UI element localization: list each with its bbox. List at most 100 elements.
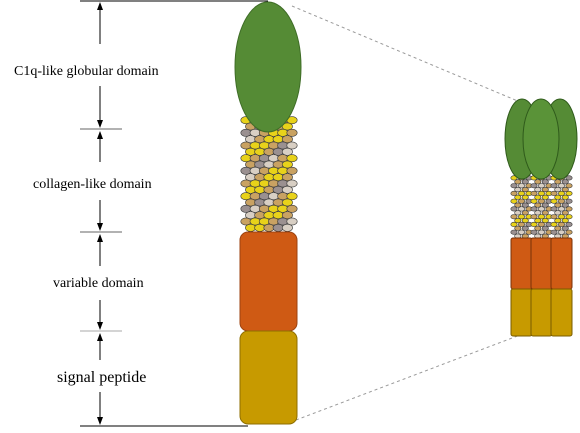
collagen-bead	[272, 147, 284, 156]
collagen-bead	[561, 218, 569, 224]
trimer-stalk-3	[550, 237, 573, 337]
arrowheads	[97, 2, 103, 425]
arrowhead-down	[97, 322, 103, 330]
collagen-bead	[541, 202, 549, 208]
label-collagen-domain: collagen-like domain	[33, 177, 152, 192]
projection-lines	[291, 5, 521, 421]
monomer	[234, 1, 302, 425]
collagen-bead	[517, 229, 525, 235]
collagen-bead	[281, 173, 293, 182]
arrowhead-up	[97, 2, 103, 10]
collagen-bead	[245, 223, 257, 232]
collagen-bead	[240, 204, 252, 213]
collagen-bead	[281, 160, 293, 169]
collagen-bead	[537, 183, 545, 189]
collagen-bead	[537, 221, 545, 227]
collagen-bead	[240, 166, 252, 175]
collagen-bead	[514, 202, 522, 208]
signal-peptide-shape	[239, 330, 298, 425]
collagen-bead	[550, 214, 558, 220]
collagen-bead	[517, 214, 525, 220]
collagen-bead	[534, 218, 542, 224]
trimer-signal-3	[550, 288, 573, 337]
collagen-bead	[254, 147, 266, 156]
collagen-bead	[514, 179, 522, 185]
collagen-bead	[281, 198, 293, 207]
collagen-bead	[286, 179, 298, 188]
collagen-bead	[537, 198, 545, 204]
collagen-bead	[272, 223, 284, 232]
arrowhead-down	[97, 120, 103, 128]
collagen-bead	[557, 183, 565, 189]
collagen-bead	[514, 210, 522, 216]
collagen-bead	[286, 204, 298, 213]
collagen-beads	[240, 116, 298, 232]
collagen-bead	[554, 218, 562, 224]
collagen-bead	[537, 229, 545, 235]
trimer-signal-1	[510, 288, 533, 337]
collagen-bead	[530, 221, 538, 227]
collagen-bead	[286, 166, 298, 175]
collagen-bead	[263, 185, 275, 194]
collagen-bead	[281, 185, 293, 194]
collagen-bead	[510, 214, 518, 220]
collagen-bead	[541, 210, 549, 216]
collagen-bead	[550, 183, 558, 189]
collagen-bead	[263, 147, 275, 156]
collagen-bead	[510, 198, 518, 204]
collagen-bead	[268, 204, 280, 213]
collagen-bead	[268, 166, 280, 175]
collagen-bead	[521, 194, 529, 200]
arrowhead-down	[97, 223, 103, 231]
collagen-bead	[245, 185, 257, 194]
collagen-bead	[534, 202, 542, 208]
collagen-bead	[541, 225, 549, 231]
trimer-collagen-beads	[510, 175, 573, 239]
collagen-bead	[514, 225, 522, 231]
collagen-bead	[510, 190, 518, 196]
collagen-bead	[286, 154, 298, 163]
collagen-bead	[565, 175, 573, 181]
trimer-stalk-2	[530, 237, 553, 337]
collagen-bead	[554, 187, 562, 193]
collagen-bead	[254, 185, 266, 194]
collagen-bead	[541, 187, 549, 193]
trimer-variable-3	[550, 237, 573, 290]
collagen-bead	[517, 183, 525, 189]
collagen-bead	[565, 221, 573, 227]
collagen-bead	[249, 166, 261, 175]
collagen-bead	[534, 210, 542, 216]
collagen-bead	[521, 210, 529, 216]
collagen-bead	[277, 128, 289, 137]
collagen-bead	[565, 229, 573, 235]
collagen-bead	[554, 194, 562, 200]
collagen-bead	[557, 221, 565, 227]
projection-line-bottom	[295, 334, 521, 421]
collagen-bead	[557, 229, 565, 235]
variable-domain-shape	[239, 231, 298, 332]
trimer-variable-2	[530, 237, 553, 290]
collagen-bead	[550, 198, 558, 204]
collagen-bead	[277, 166, 289, 175]
collagen-bead	[557, 214, 565, 220]
collagen-bead	[514, 194, 522, 200]
arrowhead-up	[97, 333, 103, 341]
collagen-bead	[541, 194, 549, 200]
collagen-bead	[561, 187, 569, 193]
collagen-bead	[550, 229, 558, 235]
collagen-bead	[240, 128, 252, 137]
collagen-bead	[565, 214, 573, 220]
collagen-bead	[521, 179, 529, 185]
collagen-bead	[510, 221, 518, 227]
collagen-bead	[557, 198, 565, 204]
collagen-bead	[561, 194, 569, 200]
collagen-bead	[530, 229, 538, 235]
collagen-bead	[530, 190, 538, 196]
collagen-bead	[534, 179, 542, 185]
collagen-bead	[281, 211, 293, 220]
collagen-bead	[258, 166, 270, 175]
collagen-bead	[263, 223, 275, 232]
collagen-bead	[517, 190, 525, 196]
collagen-bead	[565, 206, 573, 212]
collagen-bead	[514, 218, 522, 224]
